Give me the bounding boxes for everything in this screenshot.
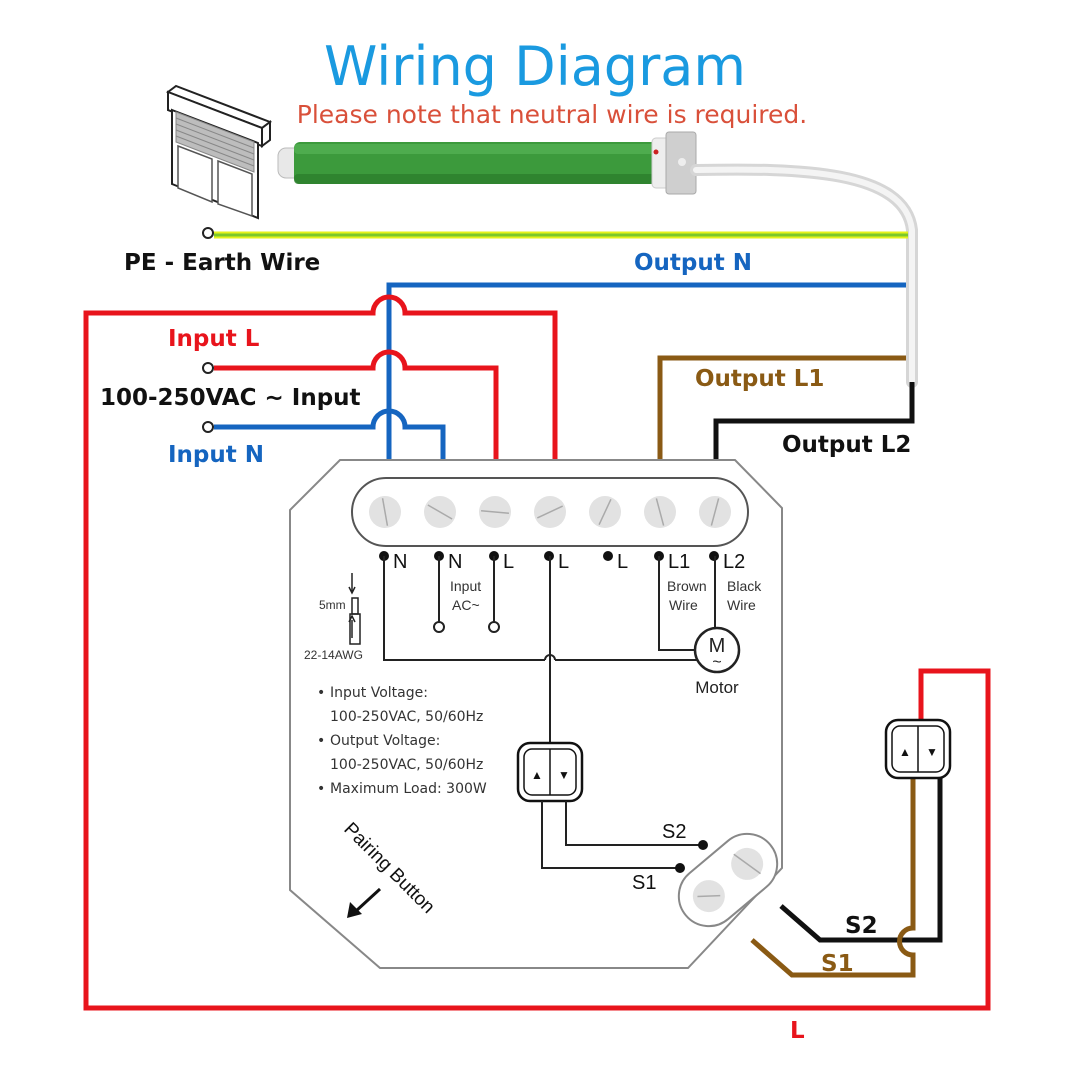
external-s2-label: S2 xyxy=(845,913,878,939)
strip-length-label: 5mm xyxy=(319,598,346,612)
input-ac-n-terminal xyxy=(433,621,445,633)
black-wire-label-2: Wire xyxy=(727,597,756,613)
internal-rocker-switch[interactable] xyxy=(516,741,584,803)
switch-terminal-block xyxy=(677,832,779,928)
input-ac-label-2: AC~ xyxy=(452,597,480,613)
brown-wire-label-2: Wire xyxy=(669,597,698,613)
pairing-arrow-icon xyxy=(347,887,382,918)
output-n-label: Output N xyxy=(634,250,752,276)
output-l2-label: Output L2 xyxy=(782,432,911,458)
terminal-label: L1 xyxy=(668,551,690,573)
screw-slot xyxy=(536,505,564,519)
neutral-note: Please note that neutral wire is require… xyxy=(297,100,808,129)
output-l2-wire xyxy=(713,382,915,460)
input-l-label: Input L xyxy=(168,326,260,352)
spec-output-voltage: Output Voltage: xyxy=(330,733,440,749)
screw-slot xyxy=(381,498,389,526)
internal-wiring xyxy=(383,556,716,745)
down-arrow-icon: ▼ xyxy=(558,768,570,782)
terminal-label: L xyxy=(558,551,569,573)
spec-bullet: • xyxy=(317,685,325,701)
brown-wire-label-1: Brown xyxy=(667,578,707,594)
spec-bullet: • xyxy=(317,781,325,797)
terminal-label: L xyxy=(617,551,628,573)
screw-slot xyxy=(480,510,510,514)
external-up-arrow-icon: ▲ xyxy=(899,745,911,759)
s1-label: S1 xyxy=(632,872,656,894)
terminal-label: L xyxy=(503,551,514,573)
output-n-wire xyxy=(386,282,906,460)
live-loop-wire xyxy=(83,294,991,1011)
up-arrow-icon: ▲ xyxy=(531,768,543,782)
output-l1-label: Output L1 xyxy=(695,366,824,392)
input-n-terminal xyxy=(202,421,214,433)
input-voltage-label: 100-250VAC ~ Input xyxy=(100,385,361,411)
terminal-label: L2 xyxy=(723,551,745,573)
terminal-label: N xyxy=(448,551,462,573)
spec-bullet: • xyxy=(317,733,325,749)
screw-slot xyxy=(598,498,612,526)
s2-terminal-dot xyxy=(698,840,708,850)
screw-slot xyxy=(427,504,453,520)
terminal-dot xyxy=(603,551,613,561)
tubular-motor xyxy=(277,131,697,195)
input-l-terminal xyxy=(202,362,214,374)
terminal-screws xyxy=(369,496,731,528)
input-ac-label-1: Input xyxy=(450,578,481,594)
bottom-live-label: L xyxy=(790,1018,805,1044)
input-ac-l-terminal xyxy=(488,621,500,633)
external-s1-label: S1 xyxy=(821,951,854,977)
wire-gauge-label: 22-14AWG xyxy=(304,648,363,662)
spec-input-voltage-value: 100-250VAC, 50/60Hz xyxy=(330,709,483,725)
s1-terminal-dot xyxy=(675,863,685,873)
motor-label: Motor xyxy=(695,678,739,697)
screw-slot xyxy=(655,498,665,526)
motor-symbol-icon xyxy=(693,626,741,674)
motor-symbol-letter: M xyxy=(709,635,726,657)
input-l-wire xyxy=(214,349,499,460)
earth-label: PE - Earth Wire xyxy=(124,250,320,276)
motor-symbol-tilde: ~ xyxy=(712,654,721,671)
input-n-label: Input N xyxy=(168,442,264,468)
output-l1-wire xyxy=(657,355,906,460)
wire-strip-icon xyxy=(348,573,361,645)
spec-input-voltage: Input Voltage: xyxy=(330,685,428,701)
external-down-arrow-icon: ▼ xyxy=(926,745,938,759)
external-s2-wire xyxy=(779,778,943,943)
external-rocker-switch[interactable] xyxy=(884,718,952,780)
earth-terminal xyxy=(202,227,214,239)
terminal-label: N xyxy=(393,551,407,573)
diagram-title: Wiring Diagram xyxy=(324,35,746,98)
s2-label: S2 xyxy=(662,821,686,843)
input-n-wire xyxy=(214,408,446,460)
black-wire-label-1: Black xyxy=(727,578,762,594)
roller-shutter-icon xyxy=(165,84,273,220)
screw-slot xyxy=(710,498,720,526)
spec-output-voltage-value: 100-250VAC, 50/60Hz xyxy=(330,757,483,773)
external-s1-wire xyxy=(750,778,916,978)
spec-list: • Input Voltage: 100-250VAC, 50/60Hz • O… xyxy=(317,685,487,797)
spec-max-load: Maximum Load: 300W xyxy=(330,781,487,797)
